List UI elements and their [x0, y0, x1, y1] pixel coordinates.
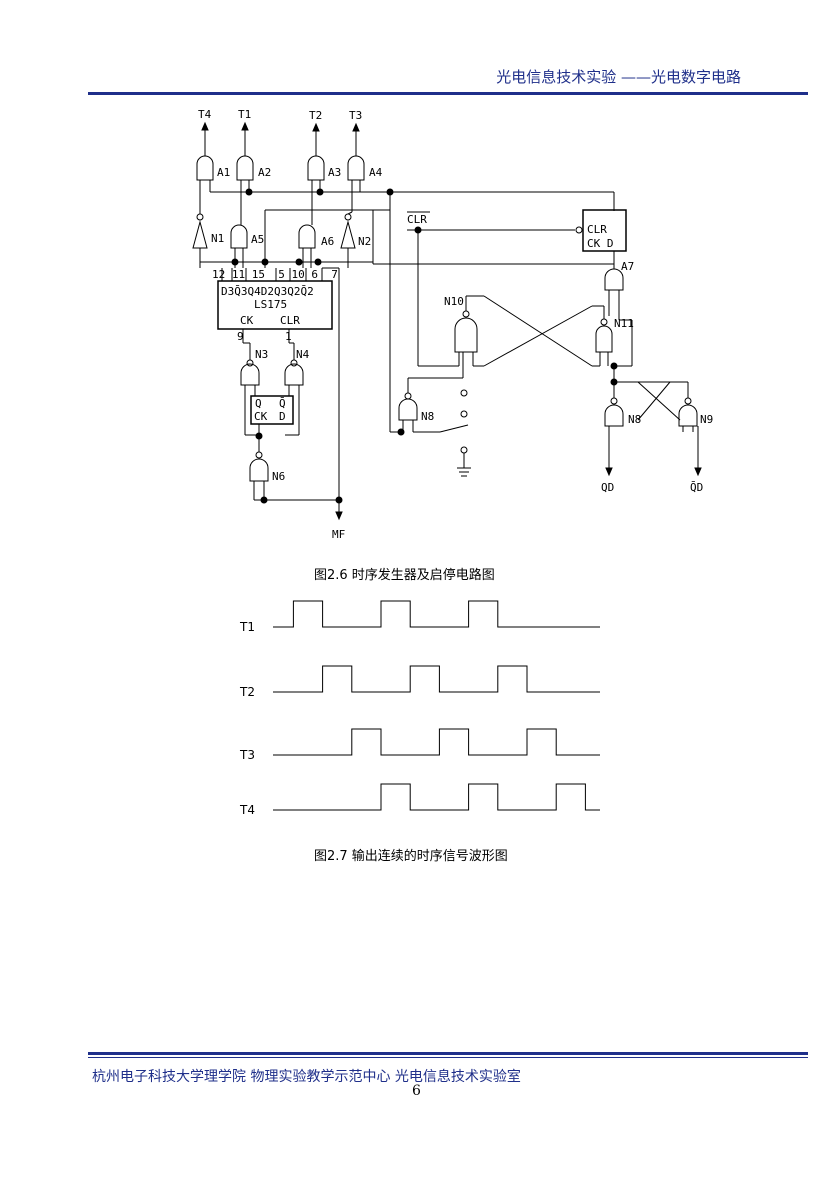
gate-label-n1: N1: [211, 232, 224, 245]
gate-label-a2: A2: [258, 166, 271, 179]
waveform-t1: [273, 600, 600, 628]
footer-rule: [88, 1052, 808, 1055]
figure2-caption: 图2.7 输出连续的时序信号波形图: [314, 848, 508, 864]
nand-gates-n3-n4: [240, 342, 304, 386]
label-qdbar: Q̄D: [690, 481, 703, 494]
gate-label-n4: N4: [296, 348, 310, 361]
signal-label-t2: T2: [239, 685, 255, 699]
signal-label-t3: T3: [239, 748, 255, 762]
inverters: [192, 211, 356, 268]
nand-latch-n10-n11: [454, 295, 613, 367]
figure1-caption: 图2.6 时序发生器及启停电路图: [314, 567, 495, 583]
gate-label-n10: N10: [444, 295, 464, 308]
rff-clr: CLR: [587, 223, 607, 236]
gate-label-a4: A4: [369, 166, 383, 179]
gate-label-n9: N9: [700, 413, 713, 426]
chip-ck: CK: [240, 314, 254, 327]
gate-label-a1: A1: [217, 166, 230, 179]
gate-label-n5: N6: [272, 470, 285, 483]
ff-ck: CK: [254, 410, 268, 423]
gate-label-n11: N11: [614, 317, 634, 330]
gate-label-a7: A7: [621, 260, 634, 273]
gate-label-n8: N8: [628, 413, 641, 426]
waveform-t2: [273, 665, 600, 693]
label-clr: CLR: [407, 213, 427, 226]
signal-label-t1: T1: [239, 620, 255, 634]
header-title: 光电信息技术实验 ——光电数字电路: [496, 68, 741, 86]
footer-text: 杭州电子科技大学理学院 物理实验教学示范中心 光电信息技术实验室: [92, 1069, 521, 1085]
label-t3: T3: [349, 109, 362, 122]
page-number: 6: [412, 1083, 421, 1099]
gate-label-a6: A6: [321, 235, 334, 248]
chip-pin-clr: 1: [285, 330, 292, 343]
label-t2: T2: [309, 109, 322, 122]
start-stop-switch: [439, 389, 471, 477]
gate-label-a3: A3: [328, 166, 341, 179]
chip-pin-numbers: 12 11 15 5 10 6 7: [212, 268, 338, 281]
label-mf: MF: [332, 528, 345, 541]
and-gates-top: [196, 155, 365, 181]
label-qd: QD: [601, 481, 614, 494]
gate-label-n2: N2: [358, 235, 371, 248]
header-rule: [88, 92, 808, 95]
footer-rule-thin: [88, 1057, 808, 1058]
label-t4: T4: [198, 108, 212, 121]
waveform-t4: [273, 783, 600, 811]
label-t1: T1: [238, 108, 251, 121]
ff-d: D: [279, 410, 286, 423]
chip-name: LS175: [254, 298, 287, 311]
chip-pin-names: D3Q̄3Q4D2Q3Q2Q̄2: [221, 285, 314, 298]
ff-q: Q: [255, 397, 262, 410]
gate-label-n3: N3: [255, 348, 268, 361]
waveform-t3: [273, 728, 600, 756]
ff-qbar: Q̄: [279, 397, 286, 410]
ls175-chip: [217, 268, 333, 343]
rff-ck-d: CK D: [587, 237, 614, 250]
right-flip-flop: [582, 209, 627, 252]
output-arrows: [201, 121, 360, 156]
nand-latch-n8-n9: [604, 381, 702, 477]
signal-label-t4: T4: [239, 803, 255, 817]
chip-pin-ck: 9: [237, 330, 244, 343]
gate-label-n6: N8: [421, 410, 434, 423]
chip-clr: CLR: [280, 314, 300, 327]
gate-label-a5: A5: [251, 233, 264, 246]
small-flip-flop: [250, 395, 294, 425]
